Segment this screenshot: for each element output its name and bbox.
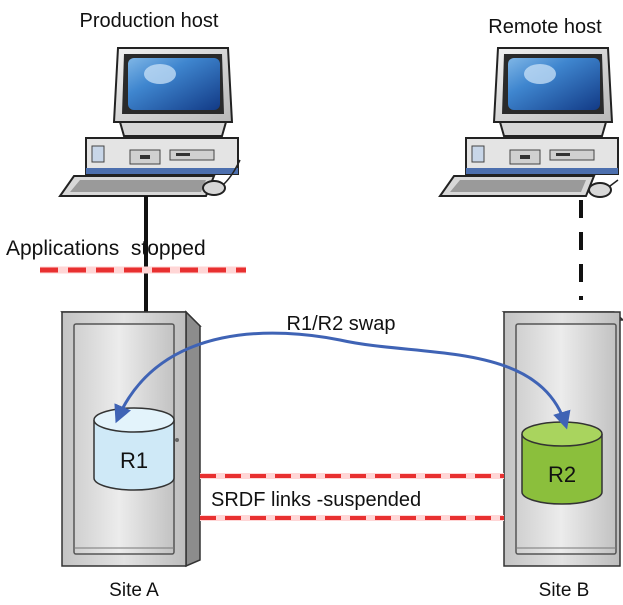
- site-a-storage-cabinet-icon: [60, 310, 202, 568]
- production-host-computer-icon: [58, 47, 241, 197]
- r1-r2-swap-arrow: [114, 331, 571, 430]
- srdf-links-label: SRDF links -suspended: [211, 489, 421, 511]
- r2-volume-cylinder: R2: [521, 421, 603, 505]
- applications-stopped-label: Applications stopped: [6, 237, 206, 260]
- r1-volume-cylinder: R1: [93, 407, 175, 491]
- remote-host-computer-icon: [438, 47, 619, 198]
- swap-label: R1/R2 swap: [287, 313, 396, 335]
- site-a-label: Site A: [109, 580, 159, 601]
- remote-host-label: Remote host: [488, 16, 602, 38]
- production-host-label: Production host: [80, 10, 219, 32]
- r2-label: R2: [548, 462, 576, 487]
- r1-label: R1: [120, 448, 148, 473]
- site-b-label: Site B: [539, 580, 590, 601]
